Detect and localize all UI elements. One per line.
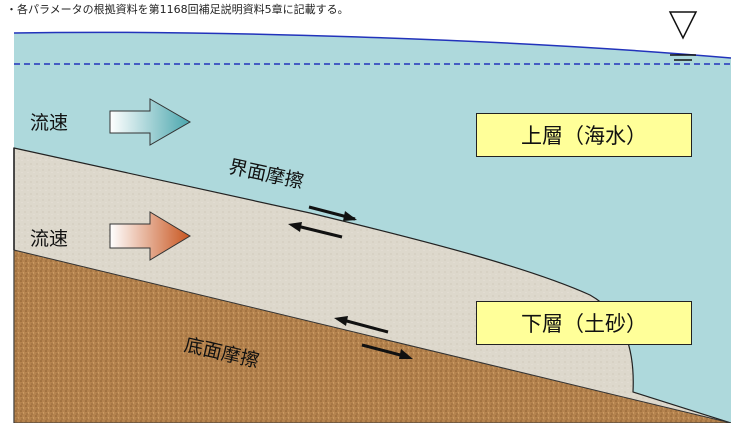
upper-flow-arrow-icon — [109, 98, 192, 146]
bottom-friction-arrowhead-right — [399, 349, 413, 359]
interface-friction-arrow-left-icon — [296, 224, 343, 239]
upper-layer-label: 上層（海水） — [476, 113, 692, 157]
bottom-friction-arrowhead-left — [334, 316, 348, 326]
source-note: ・各パラメータの根拠資料を第1168回補足説明資料5章に記載する。 — [6, 3, 349, 16]
interface-friction-arrowhead-left — [288, 222, 302, 232]
water-surface-line — [13, 31, 731, 59]
water-level-triangle-icon — [668, 11, 698, 40]
interface-friction-arrowhead-right — [343, 211, 357, 221]
upper-flow-velocity-label: 流速 — [30, 112, 69, 134]
bottom-friction-arrow-left-icon — [342, 318, 389, 334]
lower-flow-velocity-label: 流速 — [30, 228, 69, 250]
lower-layer-label: 下層（土砂） — [476, 301, 692, 345]
lower-flow-arrow-icon — [109, 211, 191, 261]
